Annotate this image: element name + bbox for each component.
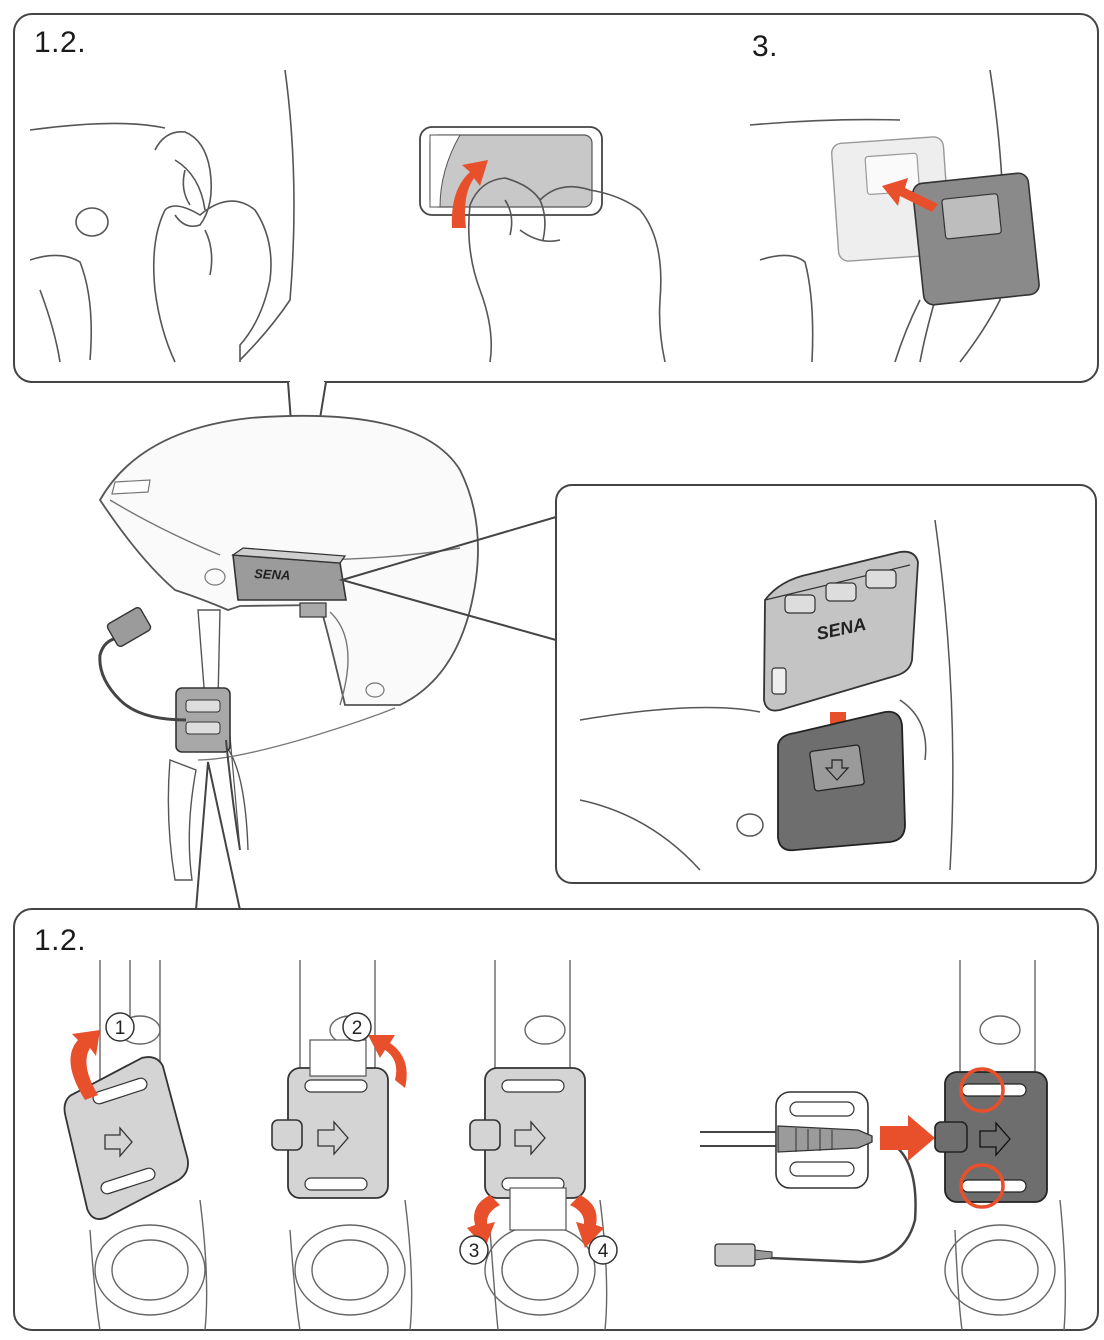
step-number-2: 2: [342, 1012, 372, 1042]
peel-arrow-icon: [451, 160, 488, 228]
step-number-1: 1: [105, 1012, 135, 1042]
attach-arrow-icon: [882, 178, 938, 212]
top-step-label-left: 1.2.: [34, 26, 87, 59]
helmet-unit-brand: SENA: [254, 566, 291, 583]
peel-adhesive-illustration: [419, 126, 666, 363]
top-panel: [13, 13, 1099, 541]
clamp-step-2: [271, 1035, 407, 1199]
step-3-arrow-icon: [467, 1195, 500, 1248]
step-4-arrow-icon: [570, 1195, 604, 1248]
clamp-step-3-4: [467, 1067, 604, 1248]
svg-text:3: 3: [469, 1241, 480, 1262]
insert-arrow-icon: [880, 1115, 935, 1161]
top-step-label-right: 3.: [752, 30, 779, 63]
attach-mount-illustration: [749, 69, 1040, 363]
helmet-illustration: SENA: [98, 414, 479, 881]
connector-step: [700, 1067, 1048, 1267]
wipe-surface-illustration: [29, 69, 295, 363]
mount-plate: [777, 710, 906, 852]
clamp-step-1: [63, 1030, 189, 1220]
svg-text:4: 4: [598, 1241, 609, 1262]
comm-unit-device: SENA: [763, 550, 919, 712]
bottom-step-label: 1.2.: [34, 924, 87, 957]
bottom-panel: 1 2 3 4: [13, 761, 1099, 1331]
step-number-3: 3: [459, 1235, 489, 1265]
step-2-arrow-icon: [368, 1035, 407, 1088]
callout-right-pointer: [338, 516, 557, 641]
svg-text:1: 1: [115, 1018, 126, 1039]
step-1-arrow-icon: [70, 1030, 100, 1100]
svg-text:2: 2: [352, 1018, 363, 1039]
step-number-4: 4: [588, 1235, 618, 1265]
highlight-circle-bottom: [959, 1163, 1005, 1209]
highlight-circle-top: [959, 1067, 1005, 1113]
right-detail-panel: SENA: [555, 484, 1097, 884]
